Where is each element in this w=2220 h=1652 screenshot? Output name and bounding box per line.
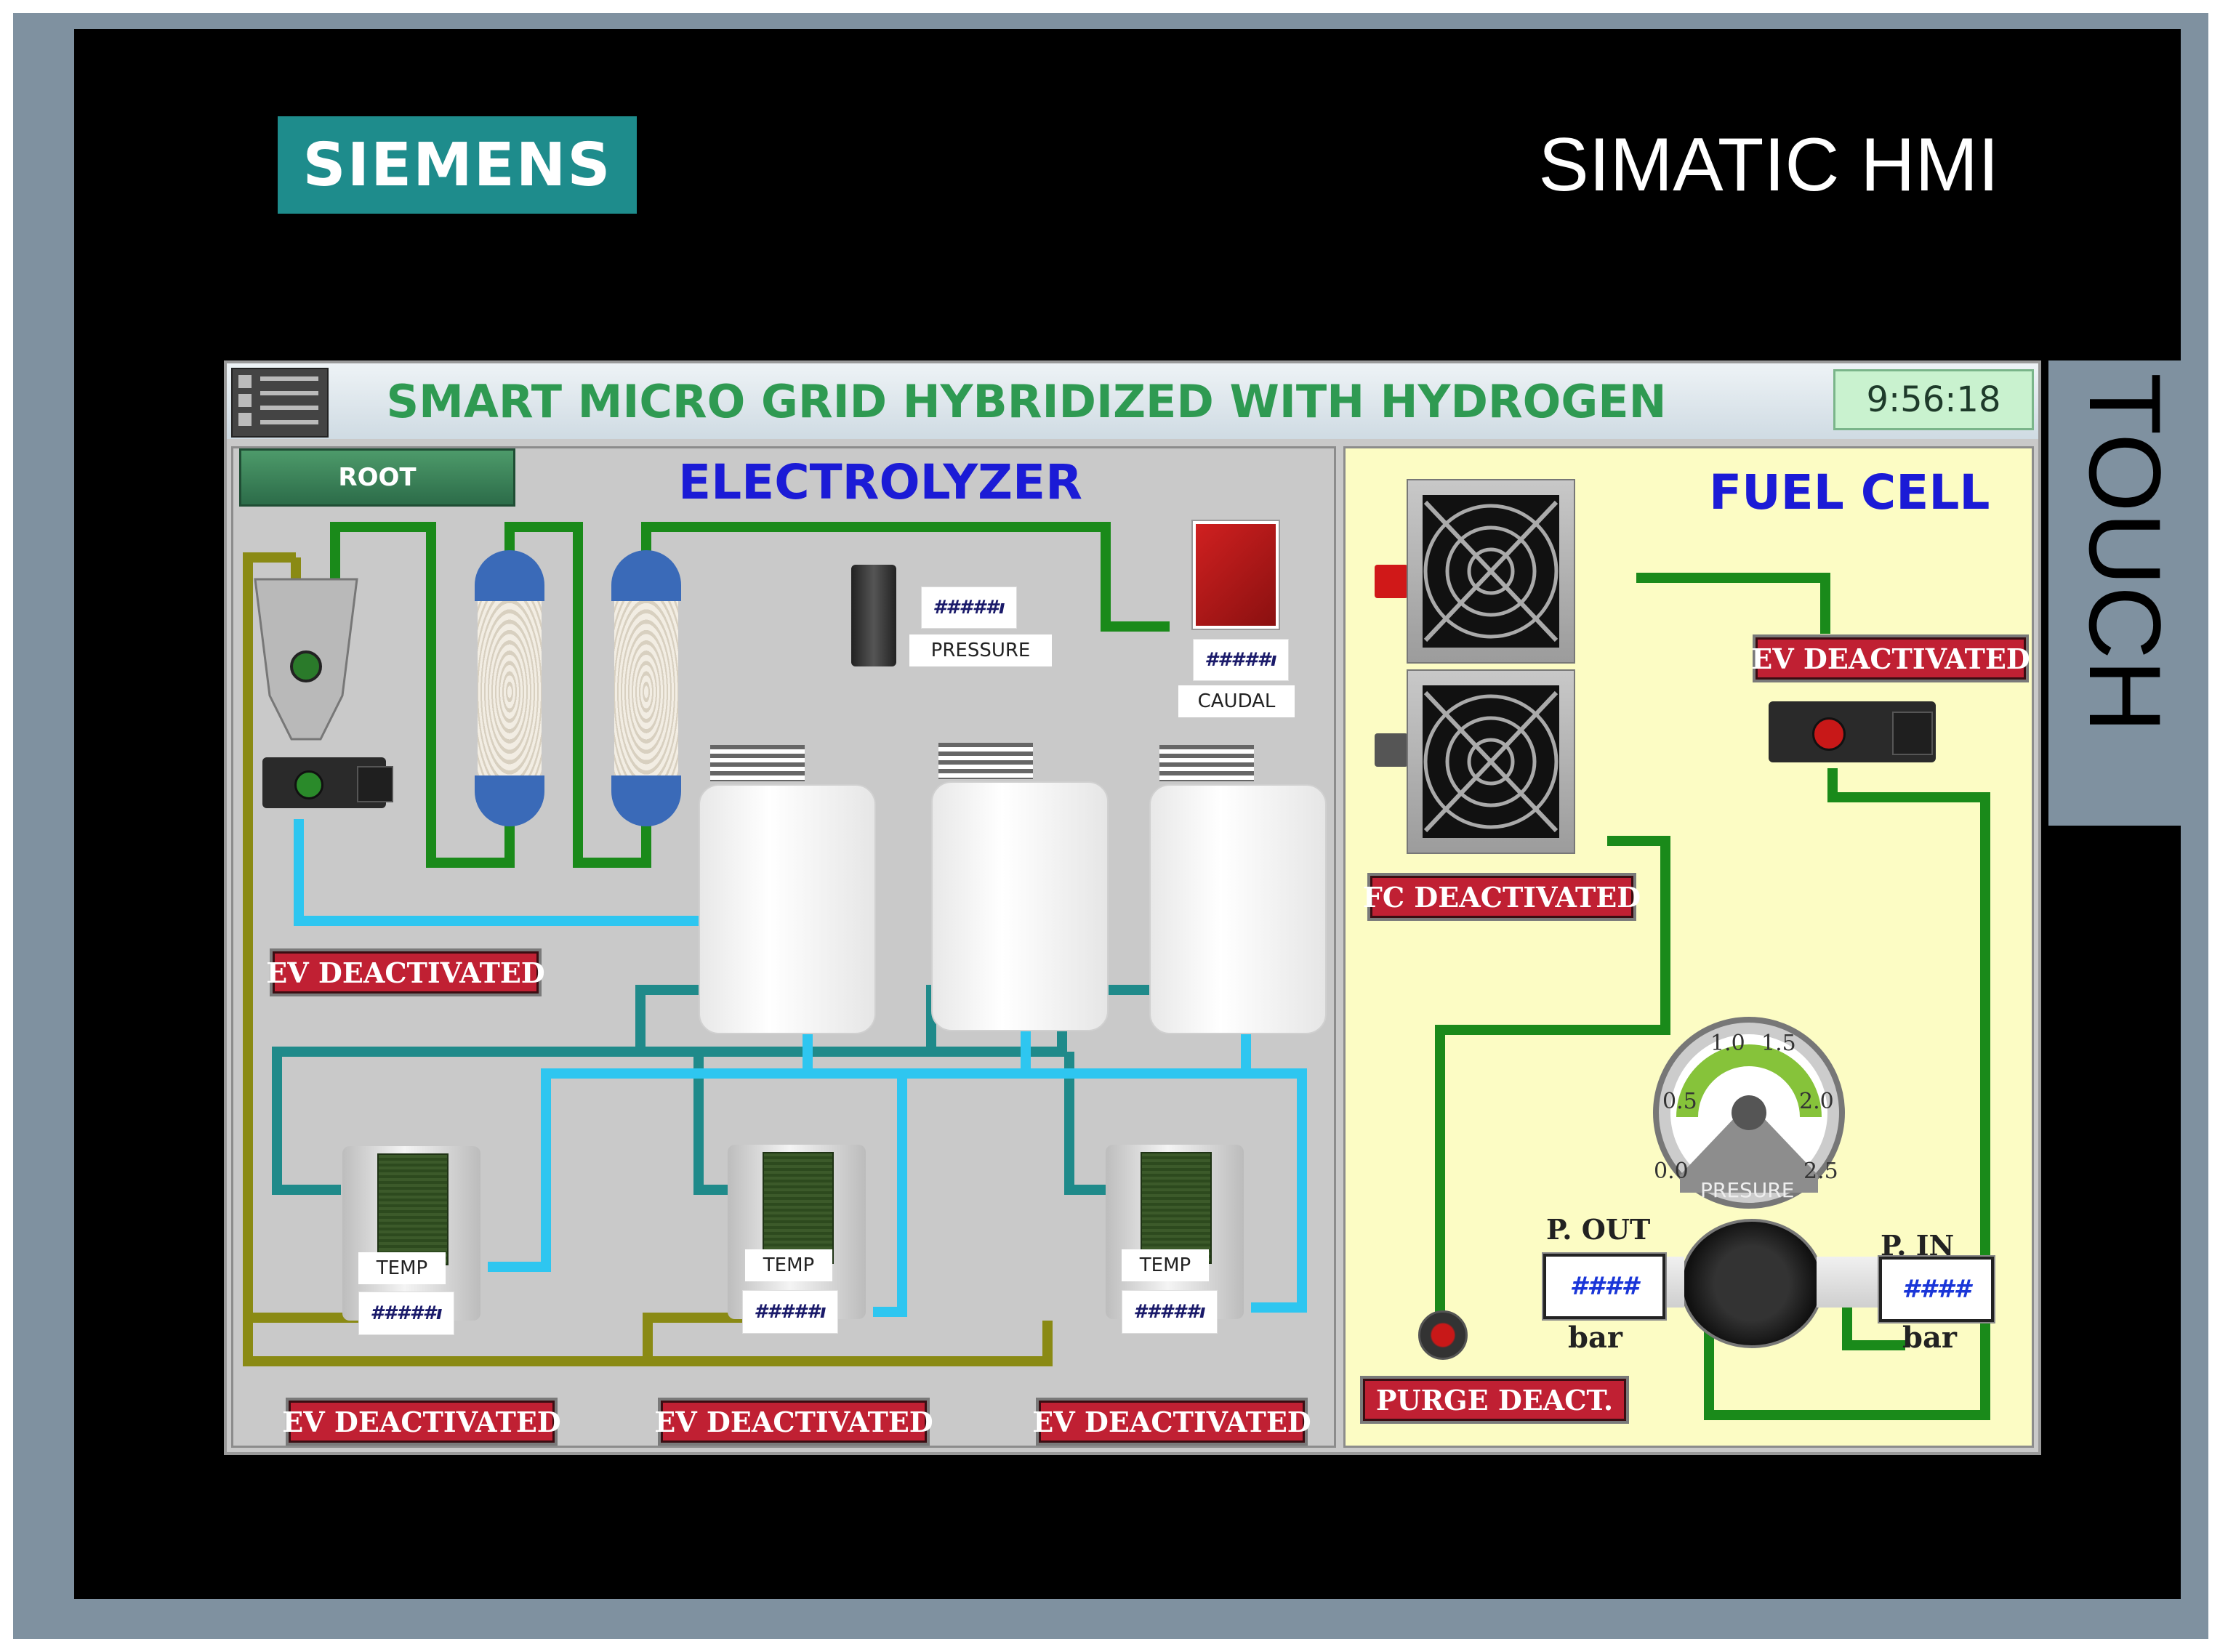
- side-label: TOUCH: [2068, 373, 2182, 733]
- electrolyzer-tank: [699, 784, 876, 1034]
- electrolyzer-panel: ROOT ELECTROLYZER: [231, 446, 1336, 1448]
- p-in-label: P. IN: [1881, 1229, 1955, 1262]
- pressure-regulator-icon: [1680, 1219, 1824, 1348]
- purge-valve-icon[interactable]: [1418, 1310, 1468, 1360]
- green-pipe: [1842, 1292, 1905, 1350]
- pressure-readout: #####ı: [921, 587, 1017, 629]
- stack-1-temp-readout: #####ı: [358, 1292, 454, 1335]
- tank-cap: [710, 745, 805, 781]
- clock-display: 9:56:18: [1833, 369, 2034, 430]
- fan-icon: [1407, 669, 1575, 854]
- stack-2-temp-readout: #####ı: [742, 1290, 838, 1334]
- hmi-bezel: SIEMENS SIMATIC HMI TOUCH SMART MICRO GR…: [13, 13, 2208, 1639]
- p-in-unit: bar: [1902, 1321, 1957, 1355]
- green-pipe: [1636, 573, 1830, 634]
- system-menu-icon[interactable]: [231, 368, 329, 438]
- solenoid-valve-icon[interactable]: [1769, 701, 1936, 762]
- fuel-cell-title: FUEL CELL: [1709, 464, 1990, 520]
- fuel-cell-panel: FUEL CELL: [1343, 446, 2034, 1448]
- stack-2-ev-button[interactable]: EV DEACTIVATED: [654, 1398, 933, 1446]
- olive-pipe: [643, 1313, 757, 1361]
- electrolyzer-title: ELECTROLYZER: [678, 454, 1082, 510]
- electrolyzer-pipes: [243, 522, 1307, 1366]
- stack-3-temp-label: TEMP: [1122, 1249, 1209, 1281]
- stack-1-temp-label: TEMP: [358, 1252, 446, 1284]
- fc-button[interactable]: FC DEACTIVATED: [1363, 873, 1641, 921]
- connector-red: [1375, 565, 1408, 598]
- teal-pipe: [272, 985, 837, 1195]
- siemens-logo: SIEMENS: [278, 116, 637, 214]
- stack-1-ev-button[interactable]: EV DEACTIVATED: [282, 1398, 561, 1446]
- cyan-pipe: [488, 1068, 1307, 1313]
- electrolyzer-tank: [931, 781, 1109, 1031]
- fan-grille: [1423, 500, 1559, 642]
- p-out-label: P. OUT: [1546, 1213, 1651, 1246]
- caudal-label: CAUDAL: [1178, 685, 1295, 717]
- regulator-fitting: [1817, 1257, 1879, 1308]
- hmi-screen: SMART MICRO GRID HYBRIDIZED WITH HYDROGE…: [224, 360, 2041, 1455]
- p-out-display: ####: [1543, 1254, 1665, 1319]
- tank-cap: [1159, 745, 1254, 781]
- caudal-readout: #####ı: [1193, 639, 1289, 681]
- p-in-display: ####: [1879, 1257, 1994, 1322]
- cyan-pipe: [873, 1073, 907, 1317]
- pressure-sensor-icon: [851, 565, 896, 666]
- olive-pipe: [243, 552, 1053, 1366]
- electrolyzer-tank: [1149, 784, 1327, 1034]
- inlet-ev-button[interactable]: EV DEACTIVATED: [266, 948, 545, 996]
- fan-icon: [1407, 479, 1575, 664]
- green-pipe: [504, 522, 651, 868]
- root-button[interactable]: ROOT: [239, 448, 515, 507]
- purge-button[interactable]: PURGE DEACT.: [1360, 1376, 1629, 1424]
- filter-column-icon: [611, 550, 681, 826]
- side-label-strip: [2048, 360, 2181, 826]
- teal-pipe: [1064, 1052, 1113, 1195]
- flow-meter-icon: [1193, 521, 1279, 629]
- screen-title: SMART MICRO GRID HYBRIDIZED WITH HYDROGE…: [386, 374, 1667, 428]
- fuel-cell-ev-button[interactable]: EV DEACTIVATED: [1751, 634, 2030, 682]
- teal-pipe: [693, 1052, 735, 1195]
- cooler-core: [763, 1152, 834, 1264]
- stack-3-temp-readout: #####ı: [1122, 1290, 1218, 1334]
- p-out-unit: bar: [1568, 1321, 1622, 1355]
- stack-2-temp-label: TEMP: [745, 1249, 832, 1281]
- cooler-core: [1141, 1152, 1212, 1264]
- solenoid-valve-icon[interactable]: [262, 757, 393, 808]
- green-pipe: [641, 522, 1170, 632]
- cyan-pipe: [294, 819, 779, 926]
- stack-3-ev-button[interactable]: EV DEACTIVATED: [1032, 1398, 1311, 1446]
- product-name: SIMATIC HMI: [1538, 123, 1999, 207]
- filter-column-icon: [475, 550, 544, 826]
- pressure-label: PRESSURE: [909, 634, 1052, 666]
- connector-grey: [1375, 733, 1408, 767]
- title-bar: SMART MICRO GRID HYBRIDIZED WITH HYDROGE…: [227, 363, 2038, 439]
- green-pipe: [1704, 768, 1990, 1420]
- cooler-core: [377, 1153, 449, 1265]
- green-pipe: [330, 522, 515, 868]
- tank-cap: [938, 743, 1033, 779]
- fan-grille: [1423, 690, 1559, 833]
